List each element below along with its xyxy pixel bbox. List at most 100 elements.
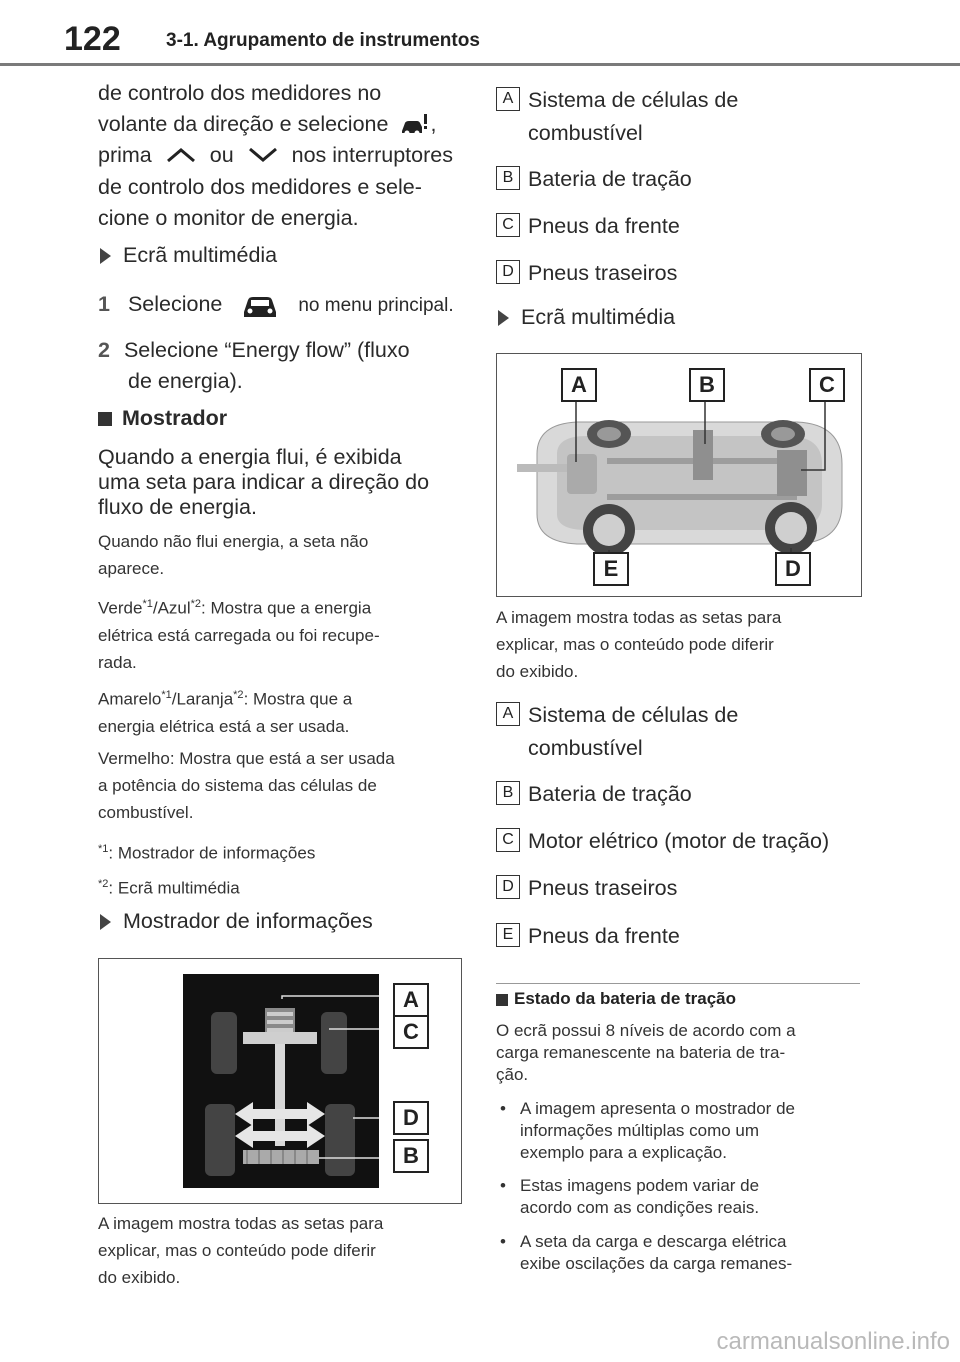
footnote-ref: *2 (233, 689, 244, 701)
bullet-dot: • (500, 1232, 506, 1251)
step-text: de energia). (128, 369, 243, 393)
bullet-line: Estas imagens podem variar de (520, 1176, 760, 1195)
callout-label: A (393, 983, 429, 1017)
bullet-item: • A imagem apresenta o mostrador de infor… (500, 1098, 860, 1164)
square-bullet-icon (98, 412, 112, 427)
heading-text: Mostrador de informações (123, 909, 373, 933)
intro-line: prima ou nos interruptores (98, 140, 468, 172)
legend2-item-d: D Pneus traseiros (496, 872, 677, 905)
note-red: Vermelho: Mostra que está a ser usada a … (98, 745, 468, 826)
intro-paragraph: de controlo dos medidores no volante da … (98, 78, 468, 234)
legend-text: Pneus da frente (528, 924, 680, 948)
intro-line: de controlo dos medidores no (98, 81, 382, 105)
legend2-item-c: C Motor elétrico (motor de tração) (496, 825, 829, 858)
body-line: O ecrã possui 8 níveis de acordo com a (496, 1021, 796, 1040)
note-line: a potência do sistema das células de (98, 776, 377, 795)
triangle-bullet-icon (100, 248, 111, 265)
intro-line: volante da direção e selecione , (98, 109, 468, 140)
legend-key: B (496, 166, 520, 190)
heading-text: Estado da bateria de tração (514, 989, 737, 1008)
intro-text: ou (209, 143, 234, 167)
square-bullet-icon (496, 993, 508, 1006)
legend-text: Bateria de tração (528, 167, 692, 191)
footnote-ref: *1 (161, 689, 172, 701)
intro-text: nos interruptores (291, 143, 453, 167)
callout-label: B (393, 1139, 429, 1173)
multimedia-figure: A B C E D (496, 353, 862, 597)
caption-line: A imagem mostra todas as setas para (496, 608, 782, 627)
legend-key: B (496, 781, 520, 805)
footnote-text: : Ecrã multimédia (108, 878, 240, 898)
footnote-mark: *2 (98, 878, 109, 890)
legend-key: C (496, 213, 520, 237)
footnote-text: : Mostrador de informações (108, 843, 316, 863)
note-yellow-orange: Amarelo*1/Laranja*2: Mostra que a energi… (98, 682, 468, 740)
legend-key: A (496, 87, 520, 111)
mostrador-heading: Mostrador (98, 403, 227, 434)
bullet-dot: • (500, 1099, 506, 1118)
body-line: ção. (496, 1065, 529, 1084)
step-text: Selecione “Energy flow” (fluxo (123, 338, 410, 362)
watermark: carmanualsonline.info (716, 1328, 950, 1355)
note-text: /Azul (152, 598, 191, 618)
legend-text: Pneus da frente (528, 214, 680, 238)
footnote-mark: *1 (98, 843, 109, 855)
note-no-flow: Quando não flui energia, a seta não apar… (98, 528, 468, 582)
legend2-item-b: B Bateria de tração (496, 778, 692, 811)
note-text: Amarelo (98, 689, 162, 709)
step-text: no menu principal. (298, 295, 454, 316)
triangle-bullet-icon (100, 914, 111, 931)
section-title: 3-1. Agrupamento de instrumentos (166, 30, 480, 51)
step-number: 1 (98, 292, 110, 316)
ecra-heading-right: Ecrã multimédia (498, 302, 675, 333)
info-display-figure: A C D B (98, 958, 462, 1204)
legend-item-d: D Pneus traseiros (496, 257, 677, 290)
caption-line: explicar, mas o conteúdo pode diferir (98, 1241, 376, 1260)
mostrador-body: Quando a energia flui, é exibida uma set… (98, 445, 468, 520)
estado-heading: Estado da bateria de tração (496, 989, 736, 1009)
callout-label: E (593, 552, 629, 586)
chevron-down-icon (248, 141, 278, 172)
heading-text: Ecrã multimédia (521, 305, 676, 329)
legend-text: Motor elétrico (motor de tração) (528, 829, 830, 853)
footnote-ref: *2 (190, 598, 202, 610)
note-line: rada. (98, 652, 137, 672)
triangle-bullet-icon (498, 310, 509, 327)
note-text: /Laranja (171, 689, 234, 709)
legend-item-c: C Pneus da frente (496, 210, 680, 243)
info-display-heading: Mostrador de informações (100, 906, 373, 937)
legend-key: D (496, 875, 520, 899)
page-number: 122 (64, 20, 121, 58)
estado-body: O ecrã possui 8 níveis de acordo com a c… (496, 1020, 866, 1086)
legend-text: Pneus traseiros (528, 261, 678, 285)
footnote-1: *1: Mostrador de informações (98, 836, 315, 867)
car-menu-icon (240, 290, 280, 320)
vehicle-underbody-illustration (517, 398, 843, 558)
callout-label: C (393, 1015, 429, 1049)
bullet-line: A seta da carga e descarga elétrica (520, 1232, 787, 1251)
section-divider (496, 983, 860, 984)
note-line: energia elétrica está a ser usada. (98, 716, 350, 736)
bullet-dot: • (500, 1176, 506, 1195)
car-info-icon (400, 113, 430, 137)
bullet-line: A imagem apresenta o mostrador de (520, 1099, 795, 1118)
bullet-line: informações múltiplas como um (520, 1121, 760, 1140)
bullet-line: exemplo para a explicação. (520, 1143, 727, 1162)
header-divider (0, 63, 960, 66)
legend-key: C (496, 828, 520, 852)
note-text: : Mostra que a energia (201, 598, 372, 618)
callout-label: A (561, 368, 597, 402)
legend-text: Sistema de células de (528, 88, 739, 112)
ecra-heading-left: Ecrã multimédia (100, 240, 277, 271)
caption-line: do exibido. (496, 662, 579, 681)
note-text: : Mostra que a (243, 689, 353, 709)
intro-line: de controlo dos medidores e sele- (98, 174, 422, 199)
body-line: uma seta para indicar a direção do (98, 470, 430, 494)
callout-label: C (809, 368, 845, 402)
caption-line: A imagem mostra todas as setas para (98, 1214, 384, 1233)
